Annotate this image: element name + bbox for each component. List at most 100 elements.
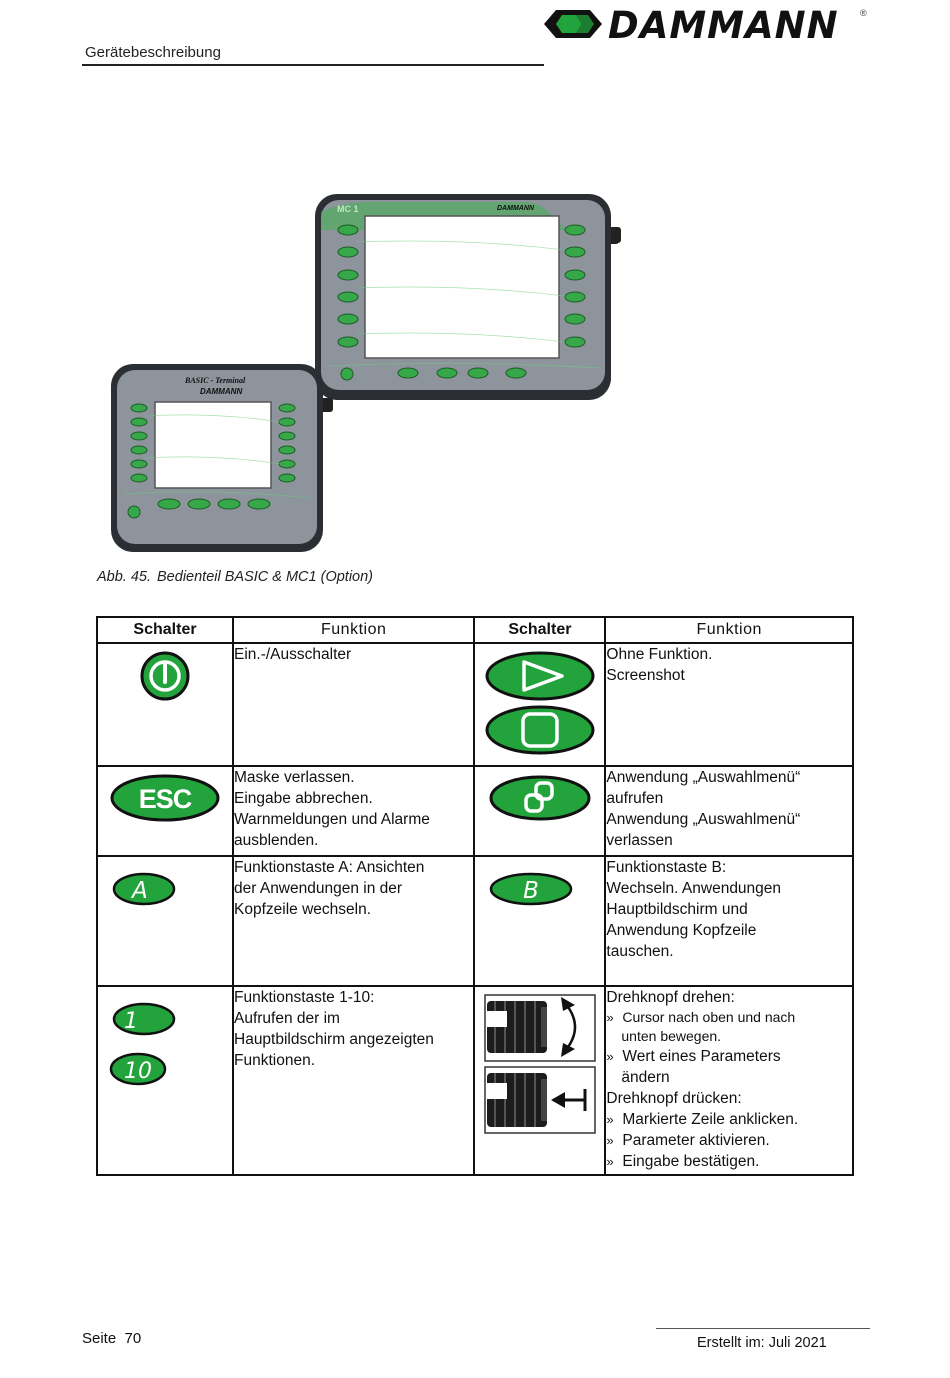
number-keys-line: Aufrufen der im	[234, 1010, 340, 1027]
knob-bullet-cont: ändern	[621, 1069, 670, 1086]
header-schalter-2: Schalter	[473, 616, 607, 644]
header-funktion-2: Funktion	[604, 616, 854, 644]
footer-divider	[656, 1328, 870, 1329]
link-key-description: Anwendung „Auswahlmenü“ aufrufen Anwendu…	[604, 765, 854, 857]
rotary-knob-press-icon	[484, 1066, 596, 1134]
basic-title-label: BASIC - Terminal	[184, 376, 246, 385]
play-square-key-description: Ohne Funktion. Screenshot	[604, 642, 854, 767]
dammann-logo: DAMMANN ®	[542, 4, 872, 47]
table-header-row: Schalter Funktion Schalter Funktion	[96, 616, 854, 644]
square-key-text: Screenshot	[606, 667, 685, 684]
knob-turn-heading: Drehknopf drehen:	[606, 989, 735, 1006]
terminals-figure: MC 1 DAMMANN BASIC - Terminal DAMMANN	[111, 194, 621, 552]
key-10-label: 10	[124, 1059, 152, 1084]
knob-bullet: »Cursor nach oben und nach	[606, 1009, 796, 1025]
key-10-icon: 10	[109, 1052, 167, 1086]
power-key-text: Ein.-/Ausschalter	[234, 646, 352, 663]
a-key-line: Funktionstaste A: Ansichten	[234, 859, 425, 876]
page-number: Seite 70	[82, 1330, 141, 1347]
esc-icon: ESC	[110, 774, 220, 822]
b-key-icon: B	[490, 872, 573, 906]
link-icon	[489, 775, 591, 821]
square-icon	[485, 705, 595, 755]
b-key-line: Anwendung Kopfzeile	[606, 922, 757, 939]
bullet-marker: »	[606, 1154, 614, 1169]
page-label: Seite	[82, 1330, 117, 1347]
table-row: ESC Maske verlassen. Eingabe abbrechen. …	[96, 765, 854, 857]
power-icon	[140, 651, 190, 701]
registered-mark: ®	[860, 8, 867, 18]
bullet-marker: »	[606, 1133, 614, 1148]
number-keys-icons: 1 10	[109, 1002, 176, 1086]
a-key-description: Funktionstaste A: Ansichten der Anwendun…	[231, 855, 476, 987]
b-key-line: Hauptbildschirm und	[606, 901, 748, 918]
number-keys-description: Funktionstaste 1-10: Aufrufen der im Hau…	[231, 985, 476, 1176]
power-key-cell	[96, 642, 234, 767]
bullet-marker: »	[606, 1010, 614, 1025]
a-key-line: Kopfzeile wechseln.	[234, 901, 371, 918]
table-row: A Funktionstaste A: Ansichten der Anwend…	[96, 855, 854, 987]
basic-terminal: BASIC - Terminal DAMMANN	[111, 364, 333, 552]
bullet-marker: »	[606, 1112, 614, 1127]
number-keys-line: Funktionen.	[234, 1052, 315, 1069]
esc-line: ausblenden.	[234, 832, 319, 849]
knob-bullet: »Markierte Zeile anklicken.	[606, 1111, 799, 1128]
b-key-cell: B	[473, 855, 607, 987]
table-row: 1 10 Funktionstaste 1-10: Aufrufen der i…	[96, 985, 854, 1176]
a-key-label: A	[130, 878, 148, 904]
a-key-cell: A	[96, 855, 234, 987]
link-line: verlassen	[606, 832, 673, 849]
header-schalter-1: Schalter	[96, 616, 234, 644]
header-divider	[82, 64, 544, 66]
rotary-knob-cell	[473, 985, 607, 1176]
esc-key-description: Maske verlassen. Eingabe abbrechen. Warn…	[231, 765, 476, 857]
figure-number: Abb. 45.	[97, 569, 152, 585]
link-key-cell	[473, 765, 607, 857]
a-key-icon: A	[112, 872, 176, 906]
b-key-line: Funktionstaste B:	[606, 859, 727, 876]
number-keys-line: Hauptbildschirm angezeigten	[234, 1031, 434, 1048]
play-square-key-cell	[473, 642, 607, 767]
knob-bullet-cont: unten bewegen.	[621, 1028, 722, 1044]
page-number-value: 70	[124, 1330, 142, 1347]
section-title: Gerätebeschreibung	[85, 44, 221, 61]
dammann-logo-icon	[544, 10, 602, 38]
number-keys-line: Funktionstaste 1-10:	[234, 989, 375, 1006]
mc1-terminal: MC 1 DAMMANN	[315, 194, 621, 400]
basic-brand-label: DAMMANN	[200, 387, 242, 396]
table-row: Ein.-/Ausschalter Ohne Funktion. Screens…	[96, 642, 854, 767]
key-1-icon: 1	[112, 1002, 176, 1036]
knob-bullet: »Parameter aktivieren.	[606, 1132, 770, 1149]
b-key-label: B	[524, 878, 540, 904]
esc-line: Warnmeldungen und Alarme	[234, 811, 430, 828]
b-key-line: Wechseln. Anwendungen	[606, 880, 782, 897]
logo-wordmark: DAMMANN	[608, 4, 839, 47]
knob-bullet: »Wert eines Parameters	[606, 1048, 781, 1065]
rotary-knob-icons	[484, 994, 596, 1134]
key-function-table: Schalter Funktion Schalter Funktion Ein.…	[96, 616, 854, 1176]
play-key-text: Ohne Funktion.	[606, 646, 713, 663]
number-keys-cell: 1 10	[96, 985, 234, 1176]
b-key-line: tauschen.	[606, 943, 674, 960]
rotary-knob-turn-icon	[484, 994, 596, 1062]
power-key-description: Ein.-/Ausschalter	[231, 642, 476, 767]
a-key-line: der Anwendungen in der	[234, 880, 403, 897]
mc1-brand-label: DAMMANN	[497, 205, 535, 212]
play-square-icons	[485, 651, 595, 755]
esc-key-cell: ESC	[96, 765, 234, 857]
esc-line: Eingabe abbrechen.	[234, 790, 373, 807]
link-line: Anwendung „Auswahlmenü“	[606, 769, 801, 786]
esc-label: ESC	[139, 784, 192, 814]
link-line: aufrufen	[606, 790, 664, 807]
key-1-label: 1	[124, 1009, 138, 1034]
bullet-marker: »	[606, 1049, 614, 1064]
figure-caption: Abb. 45. Bedienteil BASIC & MC1 (Option)	[97, 569, 373, 585]
mc1-model-label: MC 1	[337, 204, 359, 214]
play-icon	[485, 651, 595, 701]
esc-line: Maske verlassen.	[234, 769, 355, 786]
figure-caption-text: Bedienteil BASIC & MC1 (Option)	[157, 569, 373, 585]
creation-date: Erstellt im: Juli 2021	[697, 1335, 827, 1351]
b-key-description: Funktionstaste B: Wechseln. Anwendungen …	[604, 855, 854, 987]
link-line: Anwendung „Auswahlmenü“	[606, 811, 801, 828]
rotary-knob-description: Drehknopf drehen: »Cursor nach oben und …	[604, 985, 854, 1176]
